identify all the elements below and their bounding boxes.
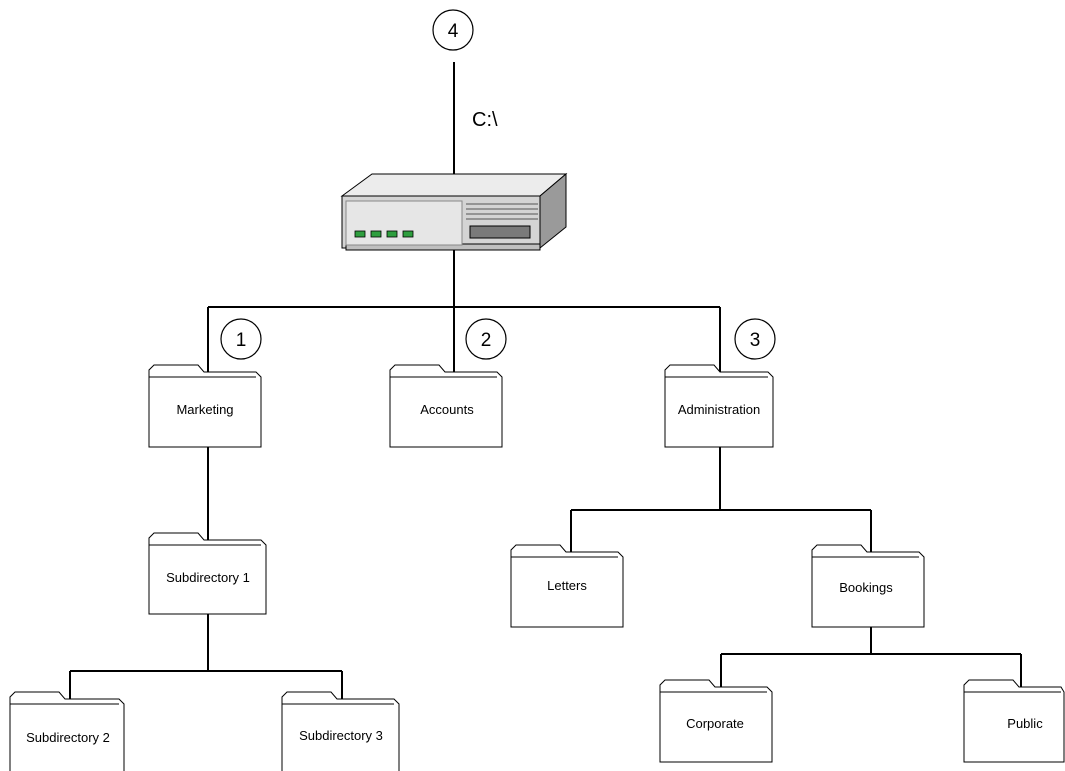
server-device-icon bbox=[340, 172, 568, 251]
server-led bbox=[370, 230, 382, 238]
folder-corporate[interactable]: Corporate bbox=[659, 679, 773, 763]
marker-number: 1 bbox=[236, 330, 247, 351]
marker-2: 2 bbox=[465, 318, 507, 360]
folder-subdirectory-2[interactable]: Subdirectory 2 bbox=[9, 691, 125, 771]
folder-icon bbox=[963, 679, 1065, 763]
folder-accounts[interactable]: Accounts bbox=[389, 364, 503, 448]
folder-icon bbox=[659, 679, 773, 763]
folder-icon bbox=[281, 691, 400, 771]
folder-icon bbox=[9, 691, 125, 771]
marker-number: 4 bbox=[448, 21, 459, 42]
marker-3: 3 bbox=[734, 318, 776, 360]
server-front-panel bbox=[345, 200, 463, 246]
marker-number: 3 bbox=[750, 330, 761, 351]
folder-label: Subdirectory 1 bbox=[166, 570, 250, 585]
folder-administration[interactable]: Administration bbox=[664, 364, 774, 448]
folder-icon bbox=[148, 532, 267, 615]
folder-label: Bookings bbox=[839, 580, 893, 595]
marker-4: 4 bbox=[432, 9, 474, 51]
folder-label: Marketing bbox=[176, 402, 233, 417]
server-top-face bbox=[340, 173, 568, 197]
folder-label: Letters bbox=[547, 578, 587, 593]
folder-subdirectory-1[interactable]: Subdirectory 1 bbox=[148, 532, 267, 615]
folder-label: Administration bbox=[678, 402, 760, 417]
folder-public[interactable]: Public bbox=[963, 679, 1065, 763]
folder-icon bbox=[510, 544, 624, 628]
folder-icon bbox=[148, 364, 262, 448]
server-led bbox=[354, 230, 366, 238]
folder-label: Subdirectory 2 bbox=[26, 730, 110, 745]
folder-icon bbox=[664, 364, 774, 448]
folder-subdirectory-3[interactable]: Subdirectory 3 bbox=[281, 691, 400, 771]
server-display-slot bbox=[469, 225, 531, 239]
tree-connectors bbox=[69, 62, 1022, 704]
folder-label: Subdirectory 3 bbox=[299, 728, 383, 743]
folder-label: Accounts bbox=[420, 402, 474, 417]
folder-letters[interactable]: Letters bbox=[510, 544, 624, 628]
server-led bbox=[402, 230, 414, 238]
marker-1: 1 bbox=[220, 318, 262, 360]
folder-bookings[interactable]: Bookings bbox=[811, 544, 925, 628]
drive-label: C:\ bbox=[472, 109, 498, 131]
folder-marketing[interactable]: Marketing bbox=[148, 364, 262, 448]
server-led bbox=[386, 230, 398, 238]
marker-number: 2 bbox=[481, 330, 492, 351]
folder-icon bbox=[811, 544, 925, 628]
folder-label: Corporate bbox=[686, 716, 744, 731]
folder-label: Public bbox=[1007, 716, 1043, 731]
folder-icon bbox=[389, 364, 503, 448]
